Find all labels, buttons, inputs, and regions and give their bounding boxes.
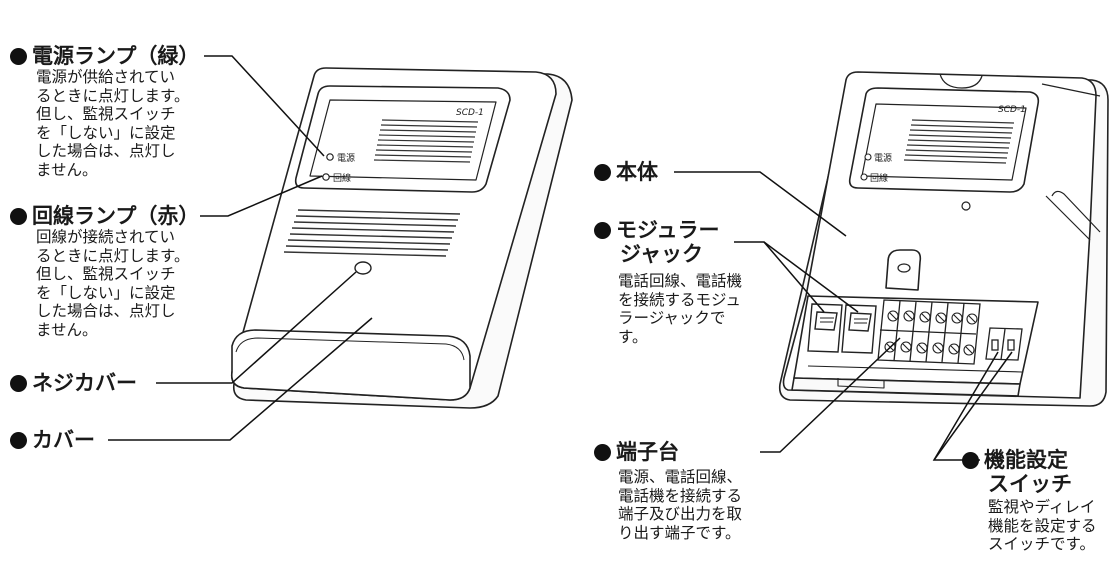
body-title: 本体 xyxy=(616,160,658,184)
desc-line: 機能を設定する xyxy=(988,516,1097,535)
bullet-icon xyxy=(962,451,979,469)
cover-title: カバー xyxy=(32,428,95,452)
terminal-block-title: 端子台 xyxy=(616,440,679,464)
desc-line: 電源が供給されてい xyxy=(36,68,176,86)
function-switch-icon xyxy=(985,327,1023,361)
desc-line: り出す端子です。 xyxy=(618,523,741,542)
front-device xyxy=(230,67,573,409)
open-lamp-line-label: 回線 xyxy=(870,172,888,184)
callout-line-lamp: 回線ランプ（赤） 回線が接続されてい るときに点灯します。 但し、監視スイッチ … xyxy=(10,204,199,340)
desc-line: 電話回線、電話機 xyxy=(618,272,743,290)
front-panel-speaker xyxy=(373,119,479,163)
screw-cover-title: ネジカバー xyxy=(32,371,137,395)
bullet-icon xyxy=(10,431,27,449)
open-line-lamp-icon xyxy=(860,173,868,181)
callout-function-switch: 機能設定 スイッチ 監視やディレイ 機能を設定する スイッチです。 xyxy=(962,448,1097,554)
bullet-icon xyxy=(594,221,611,239)
power-lamp-title: 電源ランプ（緑） xyxy=(32,44,200,68)
callout-cover: カバー xyxy=(10,428,95,452)
open-panel-speaker xyxy=(903,119,1015,164)
desc-line: を接続するモジュ xyxy=(618,290,741,309)
bullet-icon xyxy=(10,207,27,225)
line-lamp-desc: 回線が接続されてい るときに点灯します。 但し、監視スイッチ を「しない」に設定… xyxy=(36,228,199,340)
open-power-lamp-icon xyxy=(864,153,872,161)
power-lamp-icon xyxy=(326,153,334,161)
modular-jack-title: モジュラー xyxy=(616,218,720,242)
function-switch-desc: 監視やディレイ 機能を設定する スイッチです。 xyxy=(988,498,1097,554)
terminal-block-icon xyxy=(877,299,981,365)
desc-line: 但し、監視スイッチ xyxy=(36,265,176,284)
desc-line: 監視やディレイ xyxy=(988,498,1096,516)
open-lamp-power-label: 電源 xyxy=(874,153,892,164)
desc-line: るときに点灯します。 xyxy=(36,86,190,105)
callout-screw-cover: ネジカバー xyxy=(10,371,137,395)
front-lamp-line-label: 回線 xyxy=(333,172,351,184)
desc-line: した場合は、点灯し xyxy=(36,142,176,161)
desc-line: 電源、電話回線、 xyxy=(618,468,743,486)
front-grille xyxy=(283,209,461,257)
bullet-icon xyxy=(594,163,611,181)
front-lamp-power-label: 電源 xyxy=(337,153,355,164)
callout-terminal-block: 端子台 電源、電話回線、 電話機を接続する 端子及び出力を取 り出す端子です。 xyxy=(594,440,742,542)
bullet-icon xyxy=(594,443,611,461)
desc-line: 回線が接続されてい xyxy=(36,228,176,246)
desc-line: を「しない」に設定 xyxy=(36,283,176,302)
desc-line: 端子及び出力を取 xyxy=(618,505,743,524)
desc-line: 但し、監視スイッチ xyxy=(36,105,176,124)
callout-body: 本体 xyxy=(594,160,658,184)
desc-line: した場合は、点灯し xyxy=(36,302,176,321)
bullet-icon xyxy=(10,374,27,392)
function-switch-title-2: スイッチ xyxy=(988,472,1072,496)
callout-power-lamp: 電源ランプ（緑） 電源が供給されてい るときに点灯します。 但し、監視スイッチ … xyxy=(10,44,199,180)
desc-line: ラージャックで xyxy=(618,309,726,328)
line-lamp-title: 回線ランプ（赤） xyxy=(32,204,200,228)
desc-line: す。 xyxy=(618,327,648,346)
desc-line: 電話機を接続する xyxy=(618,486,743,505)
leader-lines xyxy=(108,55,1013,461)
modular-jack-desc: 電話回線、電話機 を接続するモジュ ラージャックで す。 xyxy=(618,272,742,346)
desc-line: ません。 xyxy=(36,160,98,179)
desc-line: ません。 xyxy=(36,320,98,339)
screw-cover-icon xyxy=(354,261,372,275)
terminal-block-desc: 電源、電話回線、 電話機を接続する 端子及び出力を取 り出す端子です。 xyxy=(618,468,742,542)
desc-line: るときに点灯します。 xyxy=(36,246,190,265)
line-lamp-icon xyxy=(322,173,330,181)
bullet-icon xyxy=(10,47,27,65)
power-lamp-desc: 電源が供給されてい るときに点灯します。 但し、監視スイッチ を「しない」に設定… xyxy=(36,68,199,180)
open-model-label: SCD-1 xyxy=(998,105,1026,115)
modular-jack-title-2: ジャック xyxy=(620,242,703,266)
modular-jack-icon xyxy=(807,303,877,354)
desc-line: スイッチです。 xyxy=(988,535,1095,554)
desc-line: を「しない」に設定 xyxy=(36,123,176,142)
front-model-label: SCD-1 xyxy=(456,108,484,118)
callout-modular-jack: モジュラー ジャック 電話回線、電話機 を接続するモジュ ラージャックで す。 xyxy=(594,218,742,346)
function-switch-title: 機能設定 xyxy=(984,448,1068,472)
